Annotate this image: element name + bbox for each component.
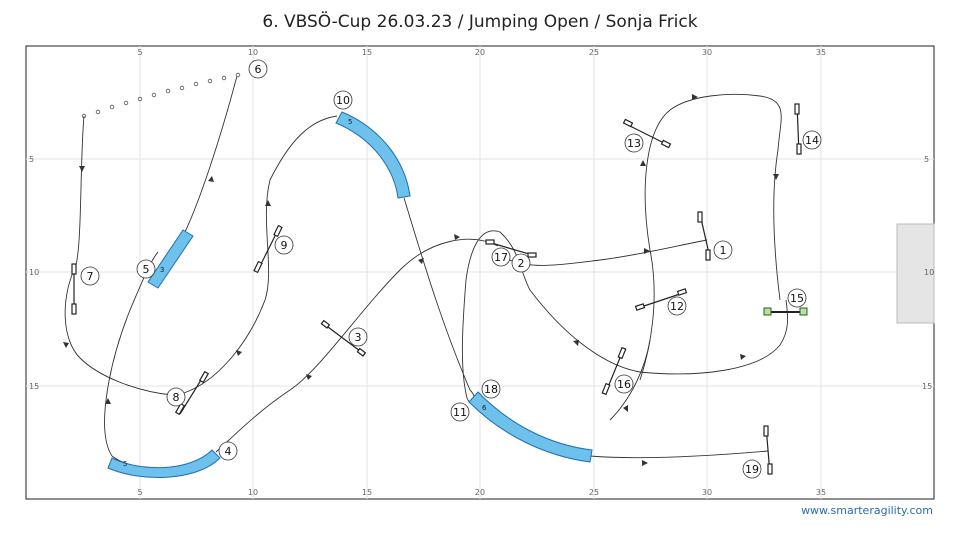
tunnel-10	[335, 111, 411, 199]
number-5: 5	[136, 259, 156, 279]
number-17: 17	[491, 247, 511, 267]
y-ticks-right: 5 15	[922, 155, 932, 391]
tunnel-mark: 5	[348, 118, 352, 126]
number-6: 6	[248, 59, 268, 79]
tick-y: 15	[29, 382, 39, 391]
number-label: 14	[805, 134, 819, 147]
tick-y: 15	[922, 382, 932, 391]
tunnel-5	[147, 229, 194, 289]
tick-y: 5	[29, 155, 34, 164]
number-label: 13	[627, 137, 641, 150]
number-label: 8	[173, 391, 180, 404]
tick-x: 15	[362, 488, 372, 497]
footer-link[interactable]: www.smarteragility.com	[801, 504, 933, 517]
jump-14	[794, 103, 802, 155]
number-3: 3	[348, 327, 368, 347]
tick-x: 30	[702, 48, 712, 57]
jump-2	[485, 239, 537, 258]
number-label: 10	[336, 94, 350, 107]
number-12: 12	[667, 296, 687, 316]
number-label: 5	[143, 263, 150, 276]
number-10: 10	[333, 90, 353, 110]
jumps	[71, 103, 802, 475]
jump-13	[622, 118, 672, 149]
tick-y: 5	[924, 155, 929, 164]
number-1: 1	[713, 240, 733, 260]
tick-x: 15	[362, 48, 372, 57]
number-label: 18	[484, 383, 498, 396]
x-ticks-bottom: 5 10 15 20 25 30 35	[137, 488, 826, 497]
number-2: 2	[511, 253, 531, 273]
number-label: 9	[281, 239, 288, 252]
tunnel-18	[468, 391, 593, 463]
judge-area	[896, 223, 935, 324]
number-label: 12	[670, 300, 684, 313]
number-label: 1	[720, 244, 727, 257]
jump-12	[634, 288, 688, 311]
tick-x: 10	[248, 488, 258, 497]
jump-1	[697, 211, 711, 261]
tick-x: 35	[816, 488, 826, 497]
tick-x: 25	[589, 488, 599, 497]
number-label: 16	[617, 378, 631, 391]
path-arrows	[63, 94, 779, 466]
y-ticks-left: 5 10 15	[29, 155, 39, 391]
course-title: 6. VBSÖ-Cup 26.03.23 / Jumping Open / So…	[262, 12, 698, 32]
number-8: 8	[166, 387, 186, 407]
tunnel-4	[107, 449, 221, 478]
jump-3	[320, 319, 367, 357]
jump-9	[253, 224, 283, 274]
number-9: 9	[274, 235, 294, 255]
number-label: 7	[87, 270, 94, 283]
number-11: 11	[450, 402, 470, 422]
number-14: 14	[802, 130, 822, 150]
tick-x: 20	[475, 488, 485, 497]
jump-7	[71, 263, 77, 315]
tick-x: 25	[589, 48, 599, 57]
tick-x: 30	[702, 488, 712, 497]
number-label: 6	[255, 63, 262, 76]
number-7: 7	[80, 266, 100, 286]
jump-16	[601, 346, 627, 396]
number-label: 11	[453, 406, 467, 419]
tunnel-mark: 3	[160, 266, 164, 274]
tick-x: 10	[248, 48, 258, 57]
jump-8	[174, 370, 210, 416]
tunnels: 3 5 5 6	[107, 111, 593, 478]
x-ticks-top: 5 10 15 20 25 30 35	[137, 48, 826, 57]
tick-x: 35	[816, 48, 826, 57]
jump-15	[763, 307, 808, 316]
number-label: 15	[790, 292, 804, 305]
number-label: 17	[494, 251, 508, 264]
tunnel-mark: 5	[123, 460, 127, 468]
number-19: 19	[742, 459, 762, 479]
number-label: 2	[518, 257, 525, 270]
number-label: 3	[355, 331, 362, 344]
obstacle-numbers: 1 2 3 4 5 6 7 8 9 10 11 12 13 14 15 16 1…	[80, 59, 822, 479]
number-13: 13	[624, 133, 644, 153]
number-15: 15	[787, 288, 807, 308]
tunnel-mark: 6	[482, 404, 487, 412]
jump-19	[763, 425, 773, 475]
tick-y: 10	[29, 268, 39, 277]
tick-x: 20	[475, 48, 485, 57]
weave-poles	[81, 72, 241, 119]
number-label: 4	[225, 445, 232, 458]
number-4: 4	[218, 441, 238, 461]
number-18: 18	[481, 379, 501, 399]
tick-y: 10	[924, 268, 934, 277]
number-label: 19	[745, 463, 759, 476]
tick-x: 5	[137, 48, 142, 57]
tick-x: 5	[137, 488, 142, 497]
number-16: 16	[614, 374, 634, 394]
grid	[26, 46, 934, 499]
